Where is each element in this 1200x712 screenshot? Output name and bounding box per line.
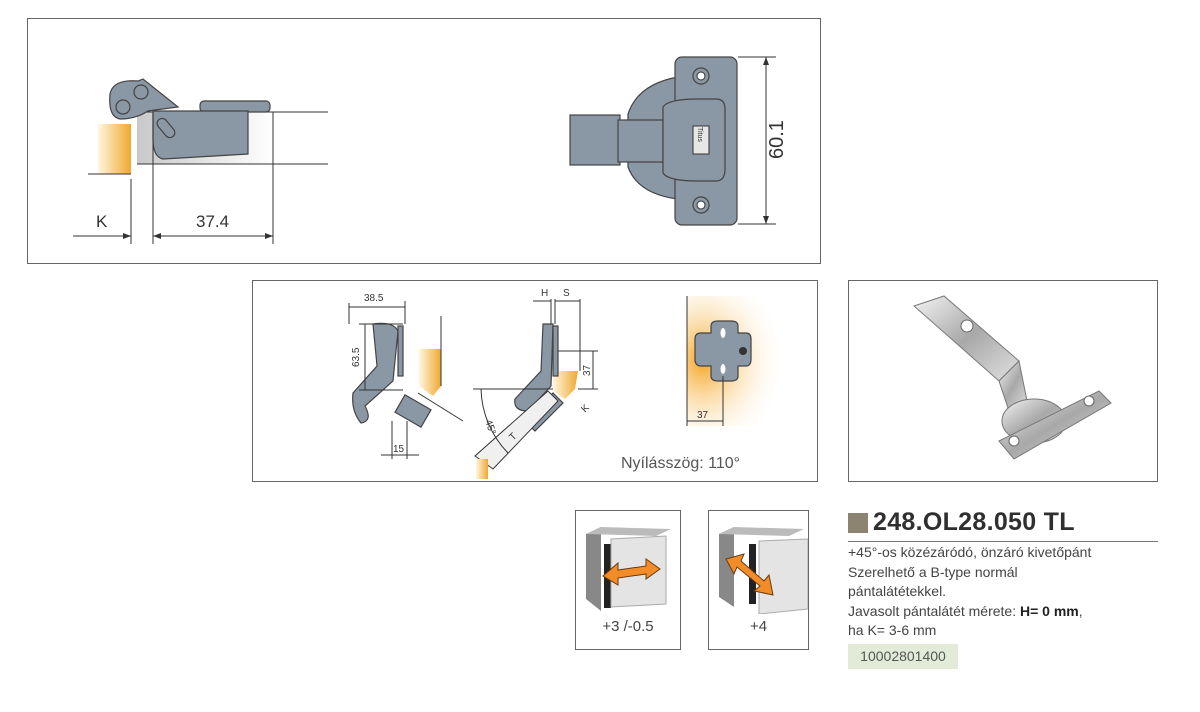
dim-depth-label: 37.4 (196, 212, 229, 231)
installation-drawing-panel: 38.5 63.5 15 45° T K H S 37 (252, 280, 818, 482)
product-title-block: 248.OL28.050 TL (848, 507, 1158, 542)
product-code-title: 248.OL28.050 TL (873, 508, 1075, 536)
plate-dim-label: 37 (697, 410, 709, 421)
dim-s-label: S (563, 288, 570, 299)
door-edge (98, 124, 131, 174)
dim-63-5-label: 63.5 (351, 347, 362, 367)
depth-adjustment-icon (719, 527, 808, 614)
title-marker-square (848, 513, 868, 533)
mounting-plate (694, 320, 752, 382)
product-description: +45°-os közézáródó, önzáró kivetőpánt Sz… (848, 543, 1168, 641)
dim-angle-label: 45° (482, 418, 498, 436)
recommendation-value: H= 0 mm (1020, 602, 1079, 619)
dim-15-label: 15 (393, 444, 405, 455)
description-line: pántalátétekkel. (848, 583, 947, 599)
condition-line: ha K= 3-6 mm (848, 622, 937, 638)
product-photo (848, 280, 1158, 482)
titus-logo: Titus (696, 127, 703, 142)
side-adjustment-value: +3 /-0.5 (602, 618, 654, 635)
dim-width-label: 38.5 (364, 293, 384, 304)
dim-37-label: 37 (582, 364, 593, 376)
description-line: +45°-os közézáródó, önzáró kivetőpánt (848, 544, 1092, 560)
dim-h-label: H (541, 288, 548, 299)
side-adjustment-icon (586, 527, 671, 611)
adjustment-depth-box: +4 (708, 510, 809, 650)
recommendation-line: Javasolt pántalátét mérete: H= 0 mm, (848, 602, 1168, 622)
depth-adjustment-value: +4 (749, 618, 768, 635)
recommendation-suffix: , (1078, 602, 1083, 619)
dim-k-small-label: K (579, 402, 592, 415)
hinge-side-and-top-drawing: K 37.4 Titus 60.1 (73, 56, 788, 244)
installation-drawing: 38.5 63.5 15 45° T K H S 37 (348, 288, 797, 479)
article-number-badge: 10002801400 (848, 644, 958, 669)
dim-k-label: K (96, 212, 108, 231)
hinge-top-view: Titus (569, 56, 738, 226)
dim-height-label: 60.1 (766, 120, 788, 159)
adjustment-side-box: +3 /-0.5 (575, 510, 681, 650)
recommendation-prefix: Javasolt pántalátét mérete: (848, 602, 1020, 619)
hinge-side-view (109, 78, 271, 160)
top-drawing-panel: K 37.4 Titus 60.1 (27, 18, 821, 264)
description-line: Szerelhető a B-type normál (848, 563, 1018, 580)
opening-angle-label: Nyílásszög: 110° (621, 455, 740, 472)
hinge-photo-illustration (913, 295, 1112, 460)
